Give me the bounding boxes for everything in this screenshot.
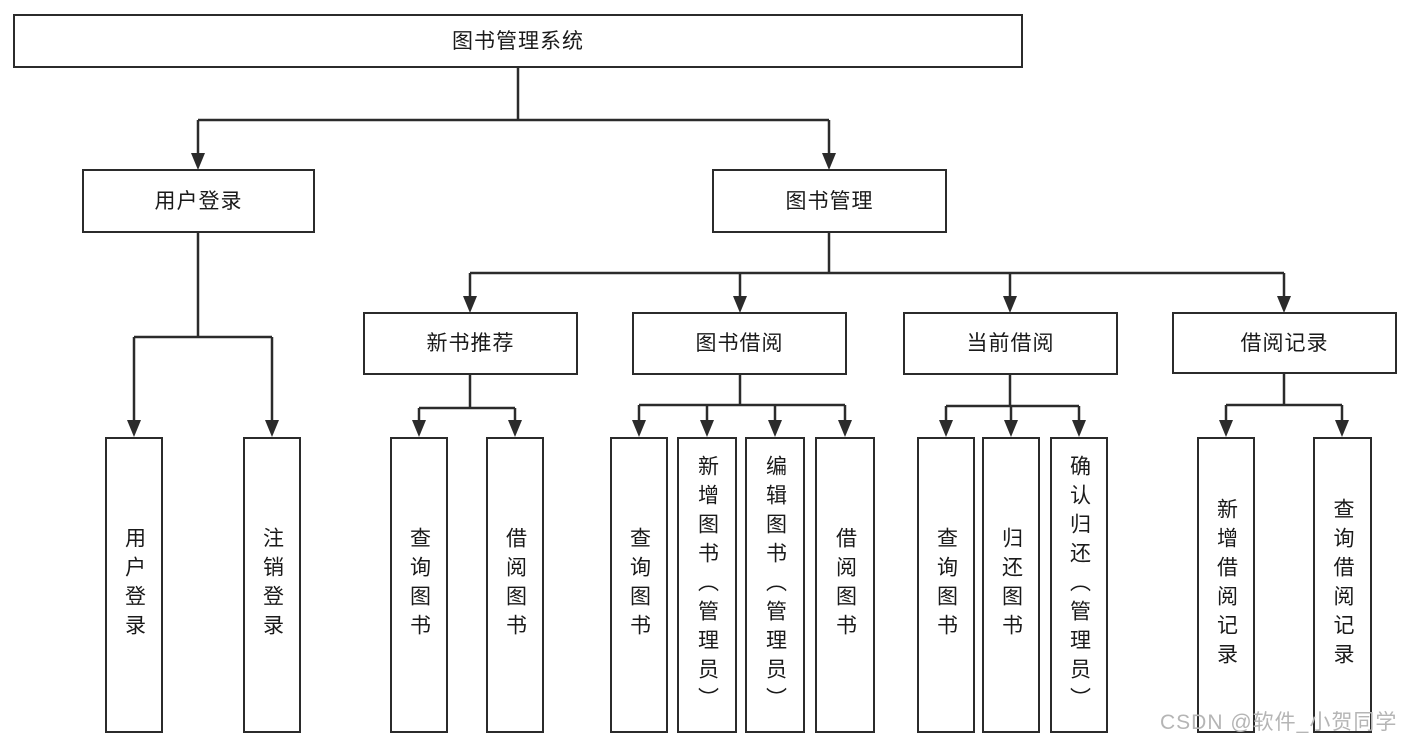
node-label: 图书管理 — [785, 189, 874, 213]
arrowhead-icon — [265, 420, 279, 437]
node-label: 注销登录 — [260, 527, 284, 643]
arrowhead-icon — [822, 153, 836, 170]
node-user-login: 用户登录 — [82, 169, 315, 233]
node-book-management: 图书管理 — [712, 169, 947, 233]
node-label: 查询借阅记录 — [1331, 498, 1354, 672]
arrowhead-icon — [768, 420, 782, 437]
arrowhead-icon — [1004, 420, 1018, 437]
node-book-borrowing: 图书借阅 — [632, 312, 847, 375]
node-label: 图书管理系统 — [452, 29, 584, 53]
node-label: 借阅图书 — [503, 527, 527, 643]
arrowhead-icon — [632, 420, 646, 437]
node-label: 图书借阅 — [695, 332, 784, 355]
node-new-book-recommend: 新书推荐 — [363, 312, 578, 375]
leaf-add-books-admin: 新增图书（管理员） — [677, 437, 737, 733]
node-label: 编辑图书（管理员） — [763, 454, 787, 716]
node-label: 用户登录 — [122, 527, 146, 643]
node-label: 借阅记录 — [1240, 331, 1329, 355]
node-label: 用户登录 — [154, 189, 243, 213]
arrowhead-icon — [1219, 420, 1233, 437]
node-label: 查询图书 — [407, 527, 431, 643]
leaf-query-books-recommend: 查询图书 — [390, 437, 448, 733]
arrowhead-icon — [838, 420, 852, 437]
node-root-system: 图书管理系统 — [13, 14, 1023, 68]
arrowhead-icon — [700, 420, 714, 437]
node-label: 新增借阅记录 — [1214, 498, 1238, 672]
arrowhead-icon — [508, 420, 522, 437]
leaf-return-books: 归还图书 — [982, 437, 1040, 733]
node-borrow-records: 借阅记录 — [1172, 312, 1397, 374]
arrowhead-icon — [1335, 420, 1349, 437]
arrowhead-icon — [733, 296, 747, 313]
arrowhead-icon — [1277, 296, 1291, 313]
leaf-user-login: 用户登录 — [105, 437, 163, 733]
node-label: 归还图书 — [999, 527, 1023, 643]
leaf-confirm-return-admin: 确认归还（管理员） — [1050, 437, 1108, 733]
arrowhead-icon — [939, 420, 953, 437]
arrowhead-icon — [412, 420, 426, 437]
node-label: 新增图书（管理员） — [695, 454, 719, 716]
node-label: 查询图书 — [627, 527, 651, 643]
arrowhead-icon — [1072, 420, 1086, 437]
node-label: 新书推荐 — [426, 332, 515, 355]
leaf-logout-login: 注销登录 — [243, 437, 301, 733]
arrowhead-icon — [1003, 296, 1017, 313]
leaf-borrow-books-borrowing: 借阅图书 — [815, 437, 875, 733]
leaf-add-borrow-record: 新增借阅记录 — [1197, 437, 1255, 733]
leaf-borrow-books-recommend: 借阅图书 — [486, 437, 544, 733]
node-label: 确认归还（管理员） — [1067, 454, 1091, 716]
node-current-borrowing: 当前借阅 — [903, 312, 1118, 375]
node-label: 借阅图书 — [833, 527, 857, 643]
node-label: 查询图书 — [934, 527, 958, 643]
leaf-edit-books-admin: 编辑图书（管理员） — [745, 437, 805, 733]
csdn-watermark: CSDN @软件_小贺同学 — [1160, 711, 1398, 734]
leaf-query-borrow-record: 查询借阅记录 — [1313, 437, 1372, 733]
arrowhead-icon — [191, 153, 205, 170]
arrowhead-icon — [127, 420, 141, 437]
node-label: 当前借阅 — [966, 332, 1055, 355]
leaf-query-books-current: 查询图书 — [917, 437, 975, 733]
arrowhead-icon — [463, 296, 477, 313]
leaf-query-books-borrowing: 查询图书 — [610, 437, 668, 733]
